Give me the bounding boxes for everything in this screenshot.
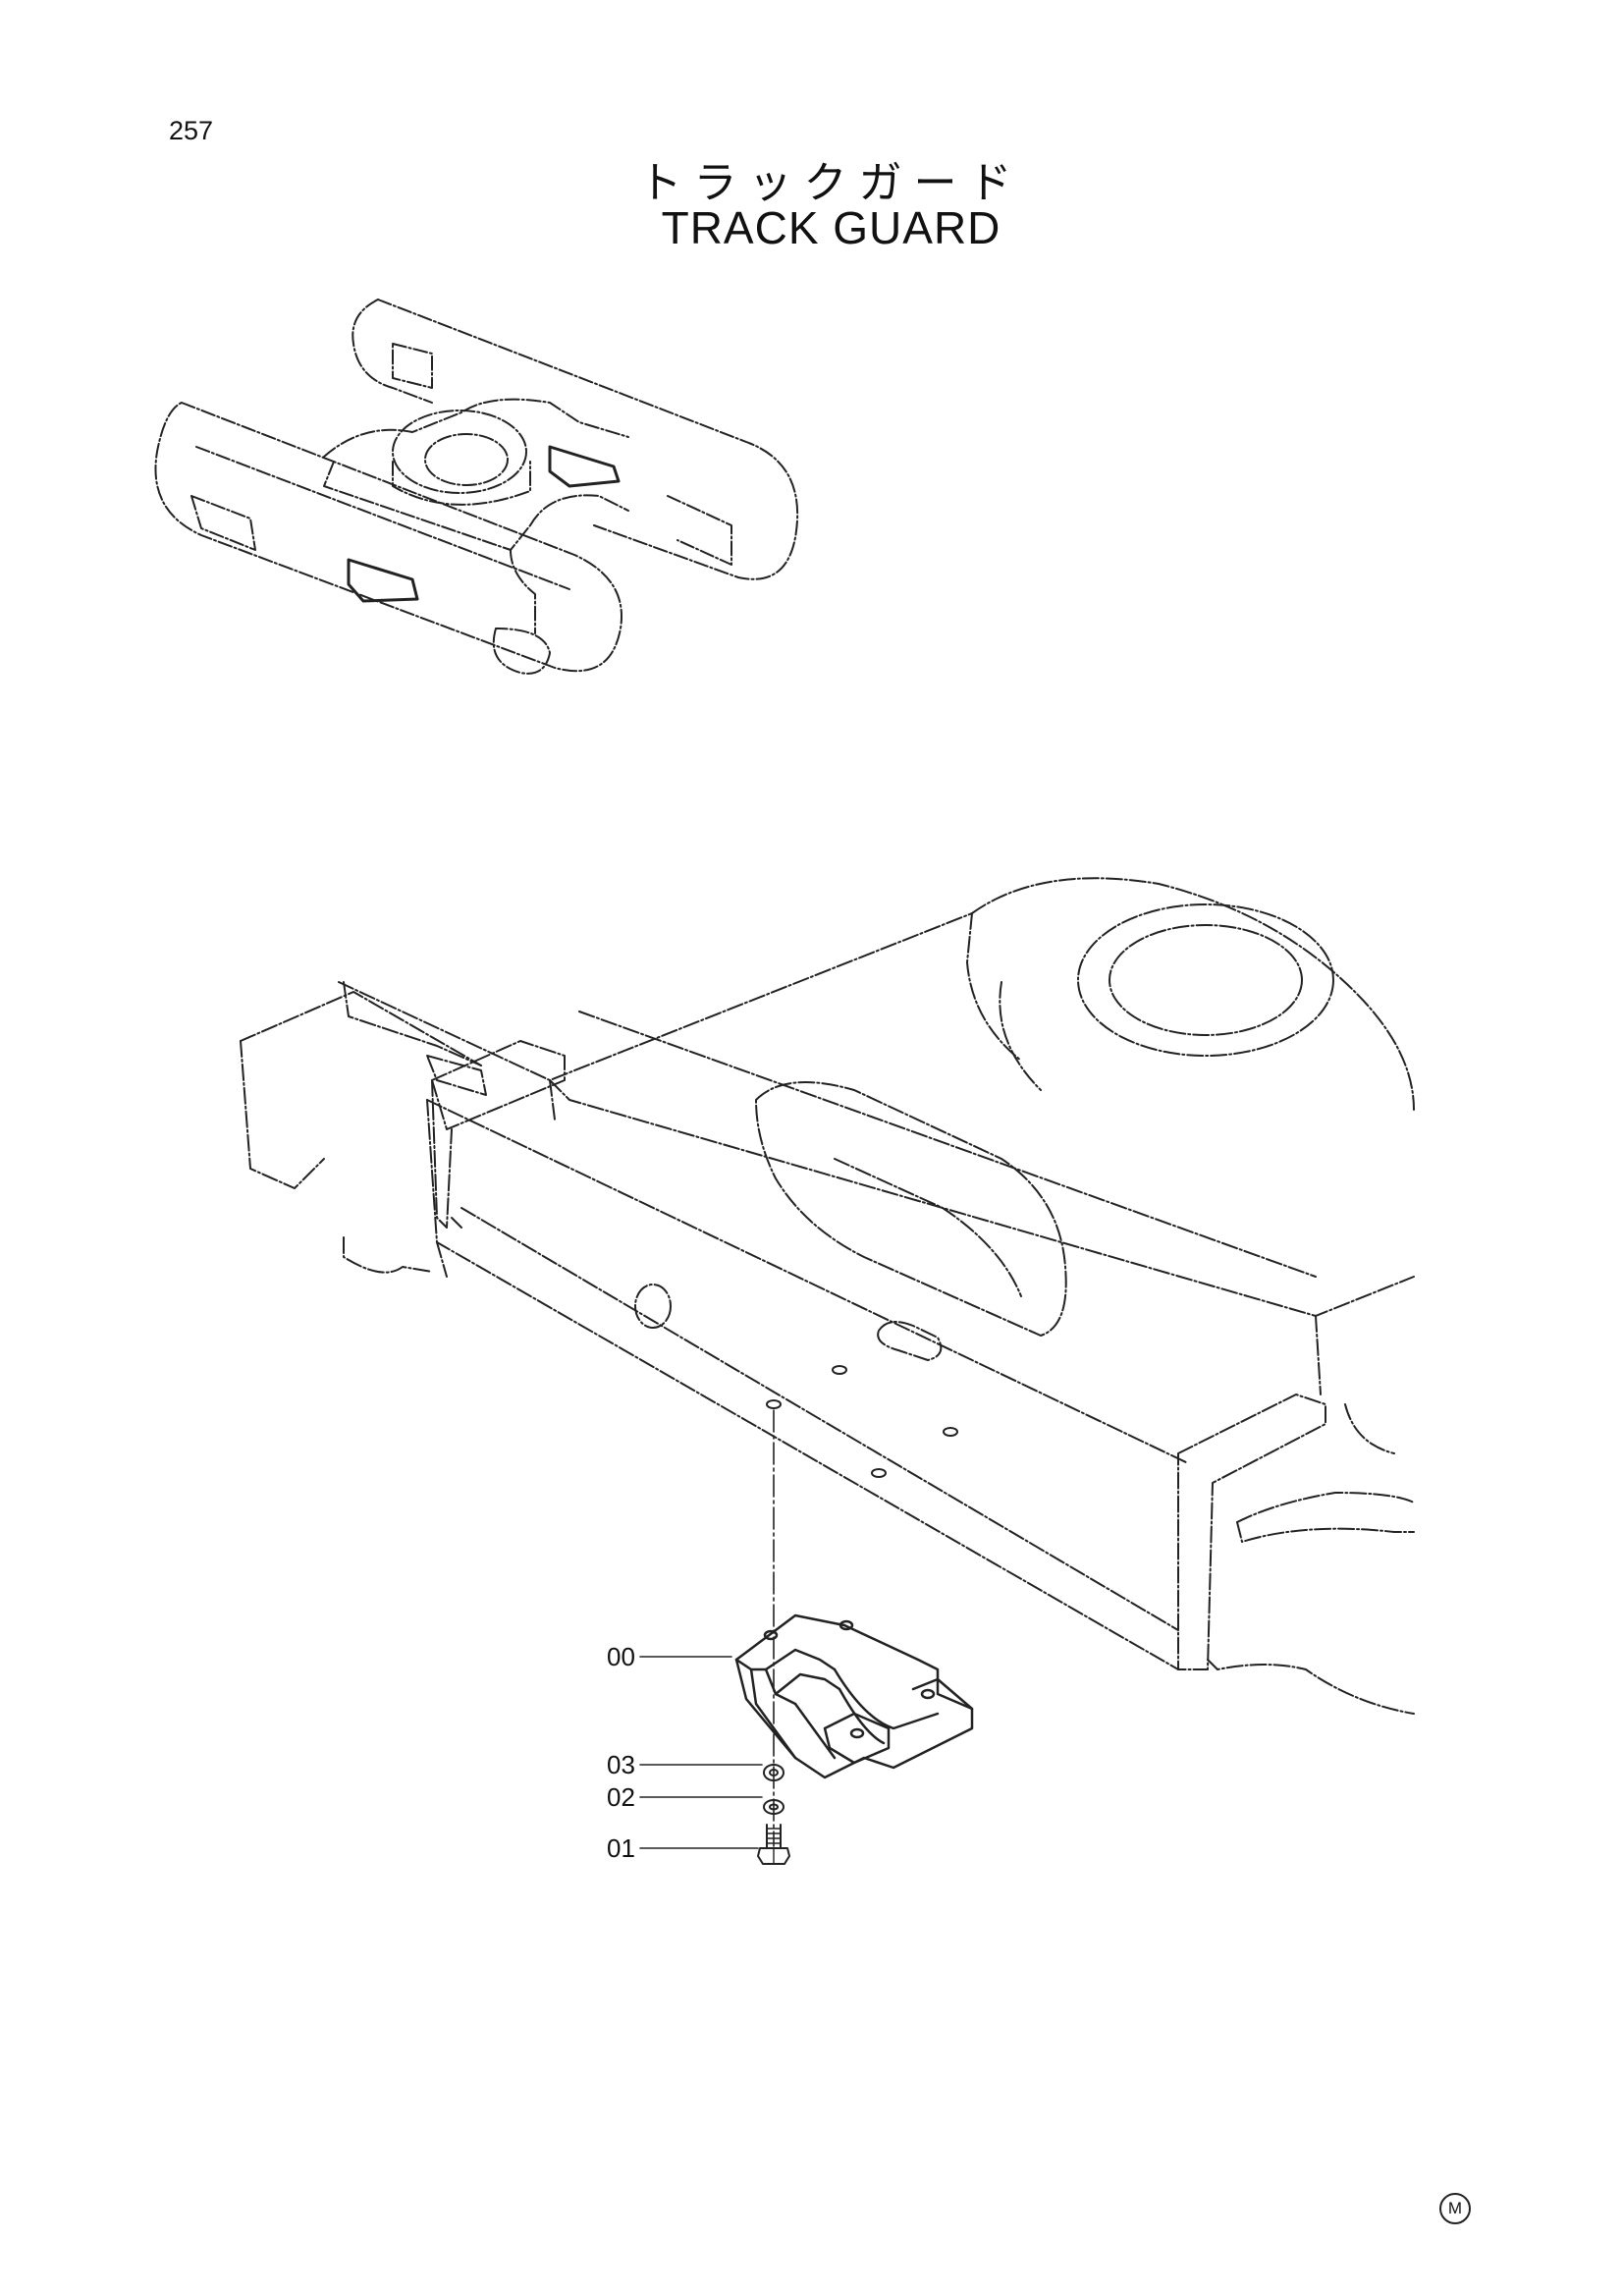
corner-mark: M [1439, 2193, 1471, 2224]
spring-washer-02 [763, 1799, 784, 1815]
title-japanese: トラックガード [638, 158, 1024, 208]
callout-01: 01 [607, 1833, 635, 1863]
callout-00: 00 [607, 1642, 635, 1671]
callout-02: 02 [607, 1782, 635, 1812]
callout-03: 03 [607, 1750, 635, 1779]
title-english: TRACK GUARD [661, 202, 1001, 253]
bolt-01 [757, 1824, 790, 1865]
leader-lines [639, 1656, 763, 1849]
page-number: 257 [169, 116, 214, 145]
spring-washer-02-inner [769, 1803, 779, 1811]
track-guard-part [734, 1613, 974, 1779]
washer-03 [763, 1764, 784, 1781]
washer-03-inner [769, 1769, 779, 1777]
undercarriage-overview [154, 299, 799, 675]
track-frame [240, 877, 1415, 1715]
